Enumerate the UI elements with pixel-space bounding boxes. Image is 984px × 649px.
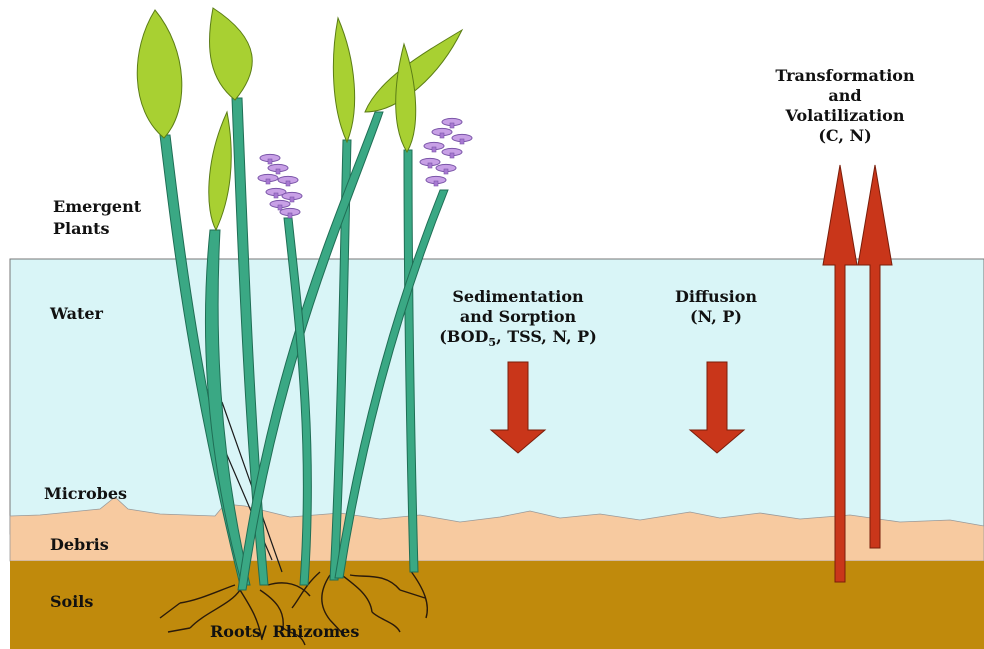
flower-cluster-right — [420, 118, 472, 186]
sedimentation-line-1: Sedimentation — [432, 287, 604, 307]
label-transformation: Transformation and Volatilization (C, N) — [757, 66, 933, 146]
diffusion-line-1: Diffusion — [655, 287, 777, 307]
label-soils: Soils — [50, 592, 93, 612]
label-sedimentation: Sedimentation and Sorption (BOD5, TSS, N… — [432, 287, 604, 353]
bod-subscript: 5 — [488, 336, 496, 349]
transformation-line-3: Volatilization — [757, 106, 933, 126]
label-diffusion: Diffusion (N, P) — [655, 287, 777, 327]
label-plants: Plants — [53, 219, 110, 239]
flower-cluster-left — [258, 154, 302, 218]
label-emergent: Emergent — [53, 197, 141, 217]
label-debris: Debris — [50, 535, 109, 555]
sedimentation-line-3: (BOD5, TSS, N, P) — [432, 327, 604, 353]
transformation-line-4: (C, N) — [757, 126, 933, 146]
label-water: Water — [50, 304, 103, 324]
tss-text: , TSS, N, P) — [496, 327, 597, 346]
sedimentation-line-2: and Sorption — [432, 307, 604, 327]
diffusion-line-2: (N, P) — [655, 307, 777, 327]
bod-text: (BOD — [439, 327, 488, 346]
transformation-line-1: Transformation — [757, 66, 933, 86]
transformation-line-2: and — [757, 86, 933, 106]
label-microbes: Microbes — [44, 484, 127, 504]
label-roots: Roots/ Rhizomes — [210, 622, 359, 642]
